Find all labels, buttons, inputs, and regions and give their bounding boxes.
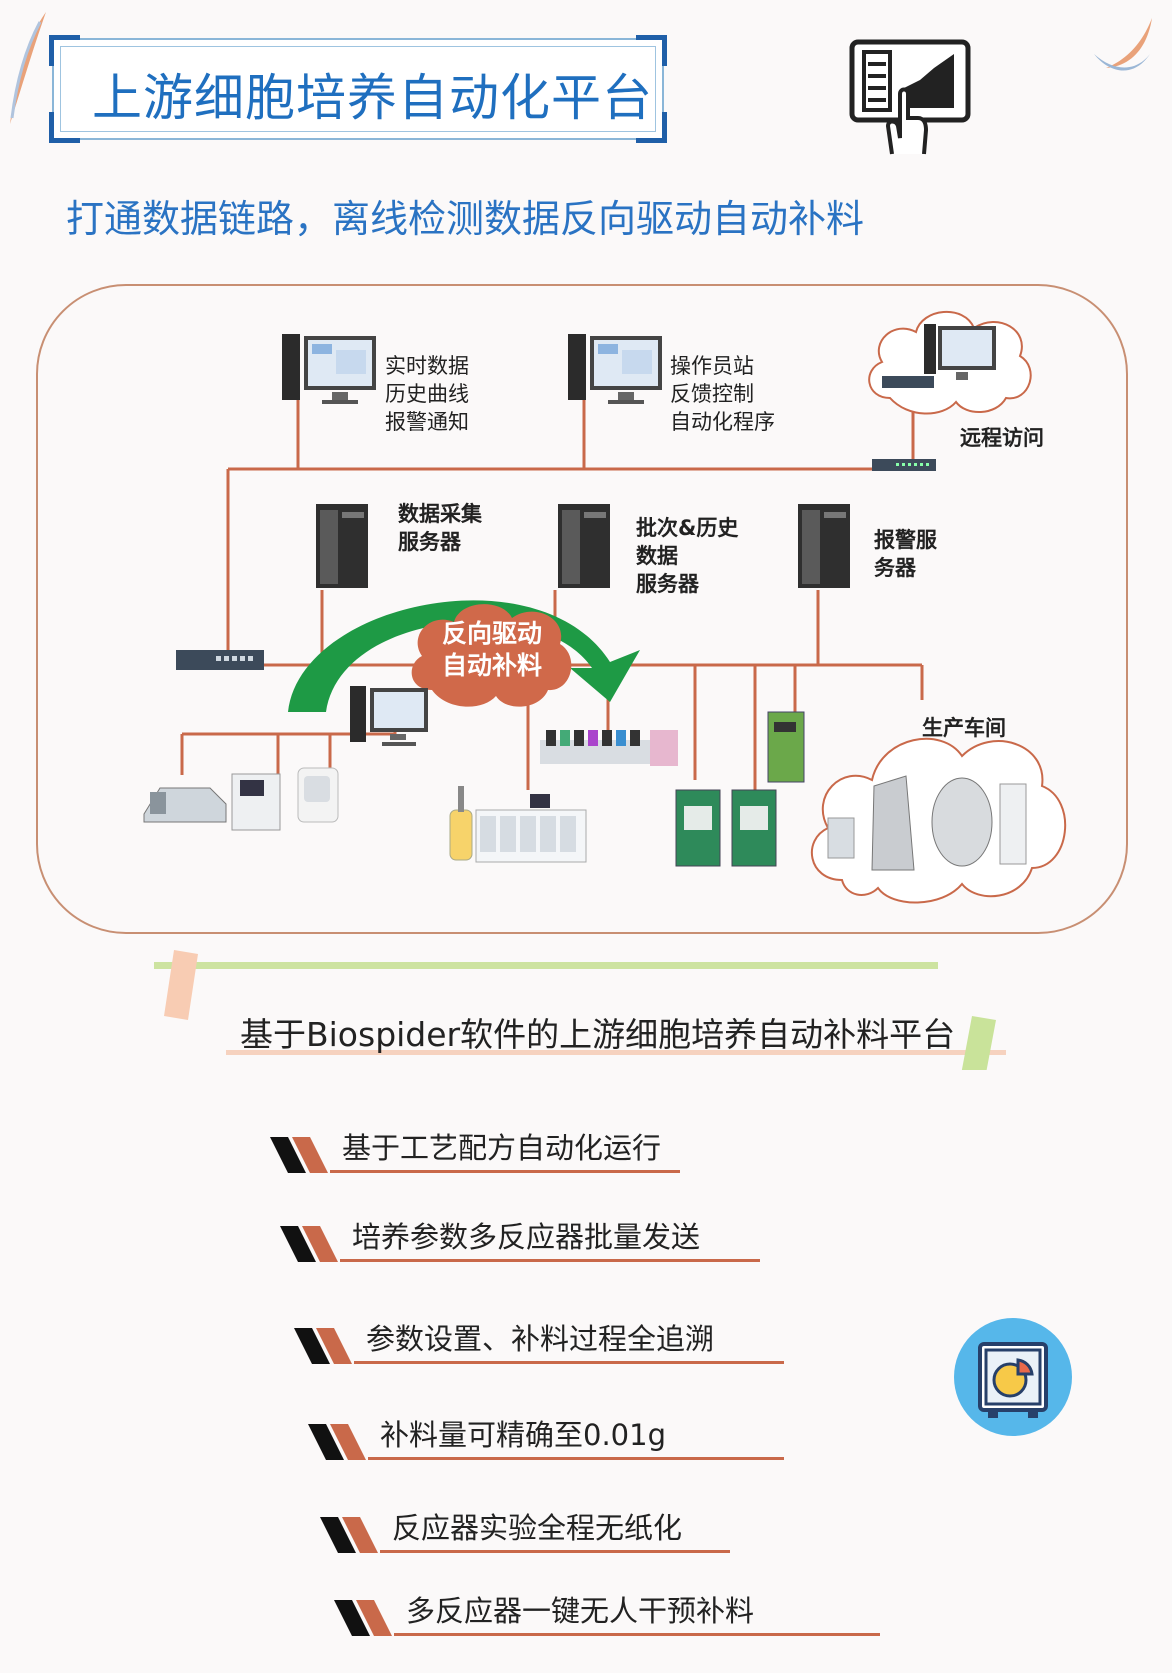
page-title: 上游细胞培养自动化平台 [92,69,653,127]
server-1-line-1: 数据采集 [398,502,482,526]
feature-text-1: 基于工艺配方自动化运行 [342,1131,662,1165]
server-1-icon [316,504,368,588]
feature-item-3: 参数设置、补料过程全追溯 [294,1316,784,1364]
workstation-1-line-1: 实时数据 [385,354,469,378]
stripe-marker-icon [280,1226,338,1262]
multi-vessel-rack-icon [540,730,678,766]
corner-swoosh-left [10,12,46,124]
switch-left-icon [176,650,264,670]
server-2-icon [558,504,610,588]
workstation-1-icon [282,334,376,404]
stripe-marker-icon [308,1424,366,1460]
workstation-2-line-2: 反馈控制 [670,382,754,406]
banner-title: 基于Biospider软件的上游细胞培养自动补料平台 [240,1015,956,1054]
reverse-feed-label: 反向驱动 自动补料 [408,598,576,708]
stripe-marker-icon [294,1328,352,1364]
tablet-chart-icon [849,39,971,155]
production-cloud [811,737,1067,904]
server-3-line-1: 报警服 [874,528,937,552]
bioreactor-array-icon [449,786,587,863]
remote-cloud [868,311,1032,415]
server-2-line-3: 服务器 [636,572,699,596]
feature-text-3: 参数设置、补料过程全追溯 [366,1322,715,1356]
stripe-marker-icon [320,1517,378,1553]
stripe-marker-icon [270,1137,328,1173]
workstation-2-line-1: 操作员站 [670,354,754,378]
feature-text-2: 培养参数多反应器批量发送 [352,1220,701,1254]
feature-item-4: 补料量可精确至0.01g [308,1412,784,1460]
feature-item-5: 反应器实验全程无纸化 [320,1505,730,1553]
workstation-1-line-2: 历史曲线 [385,382,469,406]
server-3-line-2: 务器 [874,556,916,580]
feature-text-5: 反应器实验全程无纸化 [392,1511,683,1545]
server-2-line-2: 数据 [636,544,678,568]
reverse-feed-bubble-shape [411,604,572,707]
feature-text-6: 多反应器一键无人干预补料 [406,1594,755,1628]
banner-decoration [154,950,1006,1070]
feature-item-6: 多反应器一键无人干预补料 [334,1588,880,1636]
reverse-feed-line-1: 反向驱动 [441,619,542,648]
workstation-2-line-3: 自动化程序 [670,410,775,434]
network-diagram-panel [36,284,1128,934]
server-2-line-1: 批次&历史 [636,516,739,540]
pie-chart-safe-icon [954,1318,1072,1436]
corner-swoosh-right [1094,18,1152,71]
analyzer-instruments-icon [143,767,339,831]
stripe-marker-icon [334,1600,392,1636]
remote-access-label: 远程访问 [960,426,1044,450]
workstation-2-icon [568,334,662,404]
control-workstation-icon [350,686,428,746]
reverse-feed-line-2: 自动补料 [441,651,542,680]
server-1-line-2: 服务器 [398,530,461,554]
green-cabinet-icons [675,711,805,867]
workstation-1-line-3: 报警通知 [385,410,469,434]
feature-item-1: 基于工艺配方自动化运行 [270,1125,680,1173]
feature-text-4: 补料量可精确至0.01g [380,1418,666,1452]
page-subtitle: 打通数据链路，离线检测数据反向驱动自动补料 [66,197,865,241]
switch-top-icon [872,459,936,471]
feature-item-2: 培养参数多反应器批量发送 [280,1214,760,1262]
title-frame: 上游细胞培养自动化平台 [49,35,667,143]
server-3-icon [798,504,850,588]
production-workshop-label: 生产车间 [922,716,1006,740]
